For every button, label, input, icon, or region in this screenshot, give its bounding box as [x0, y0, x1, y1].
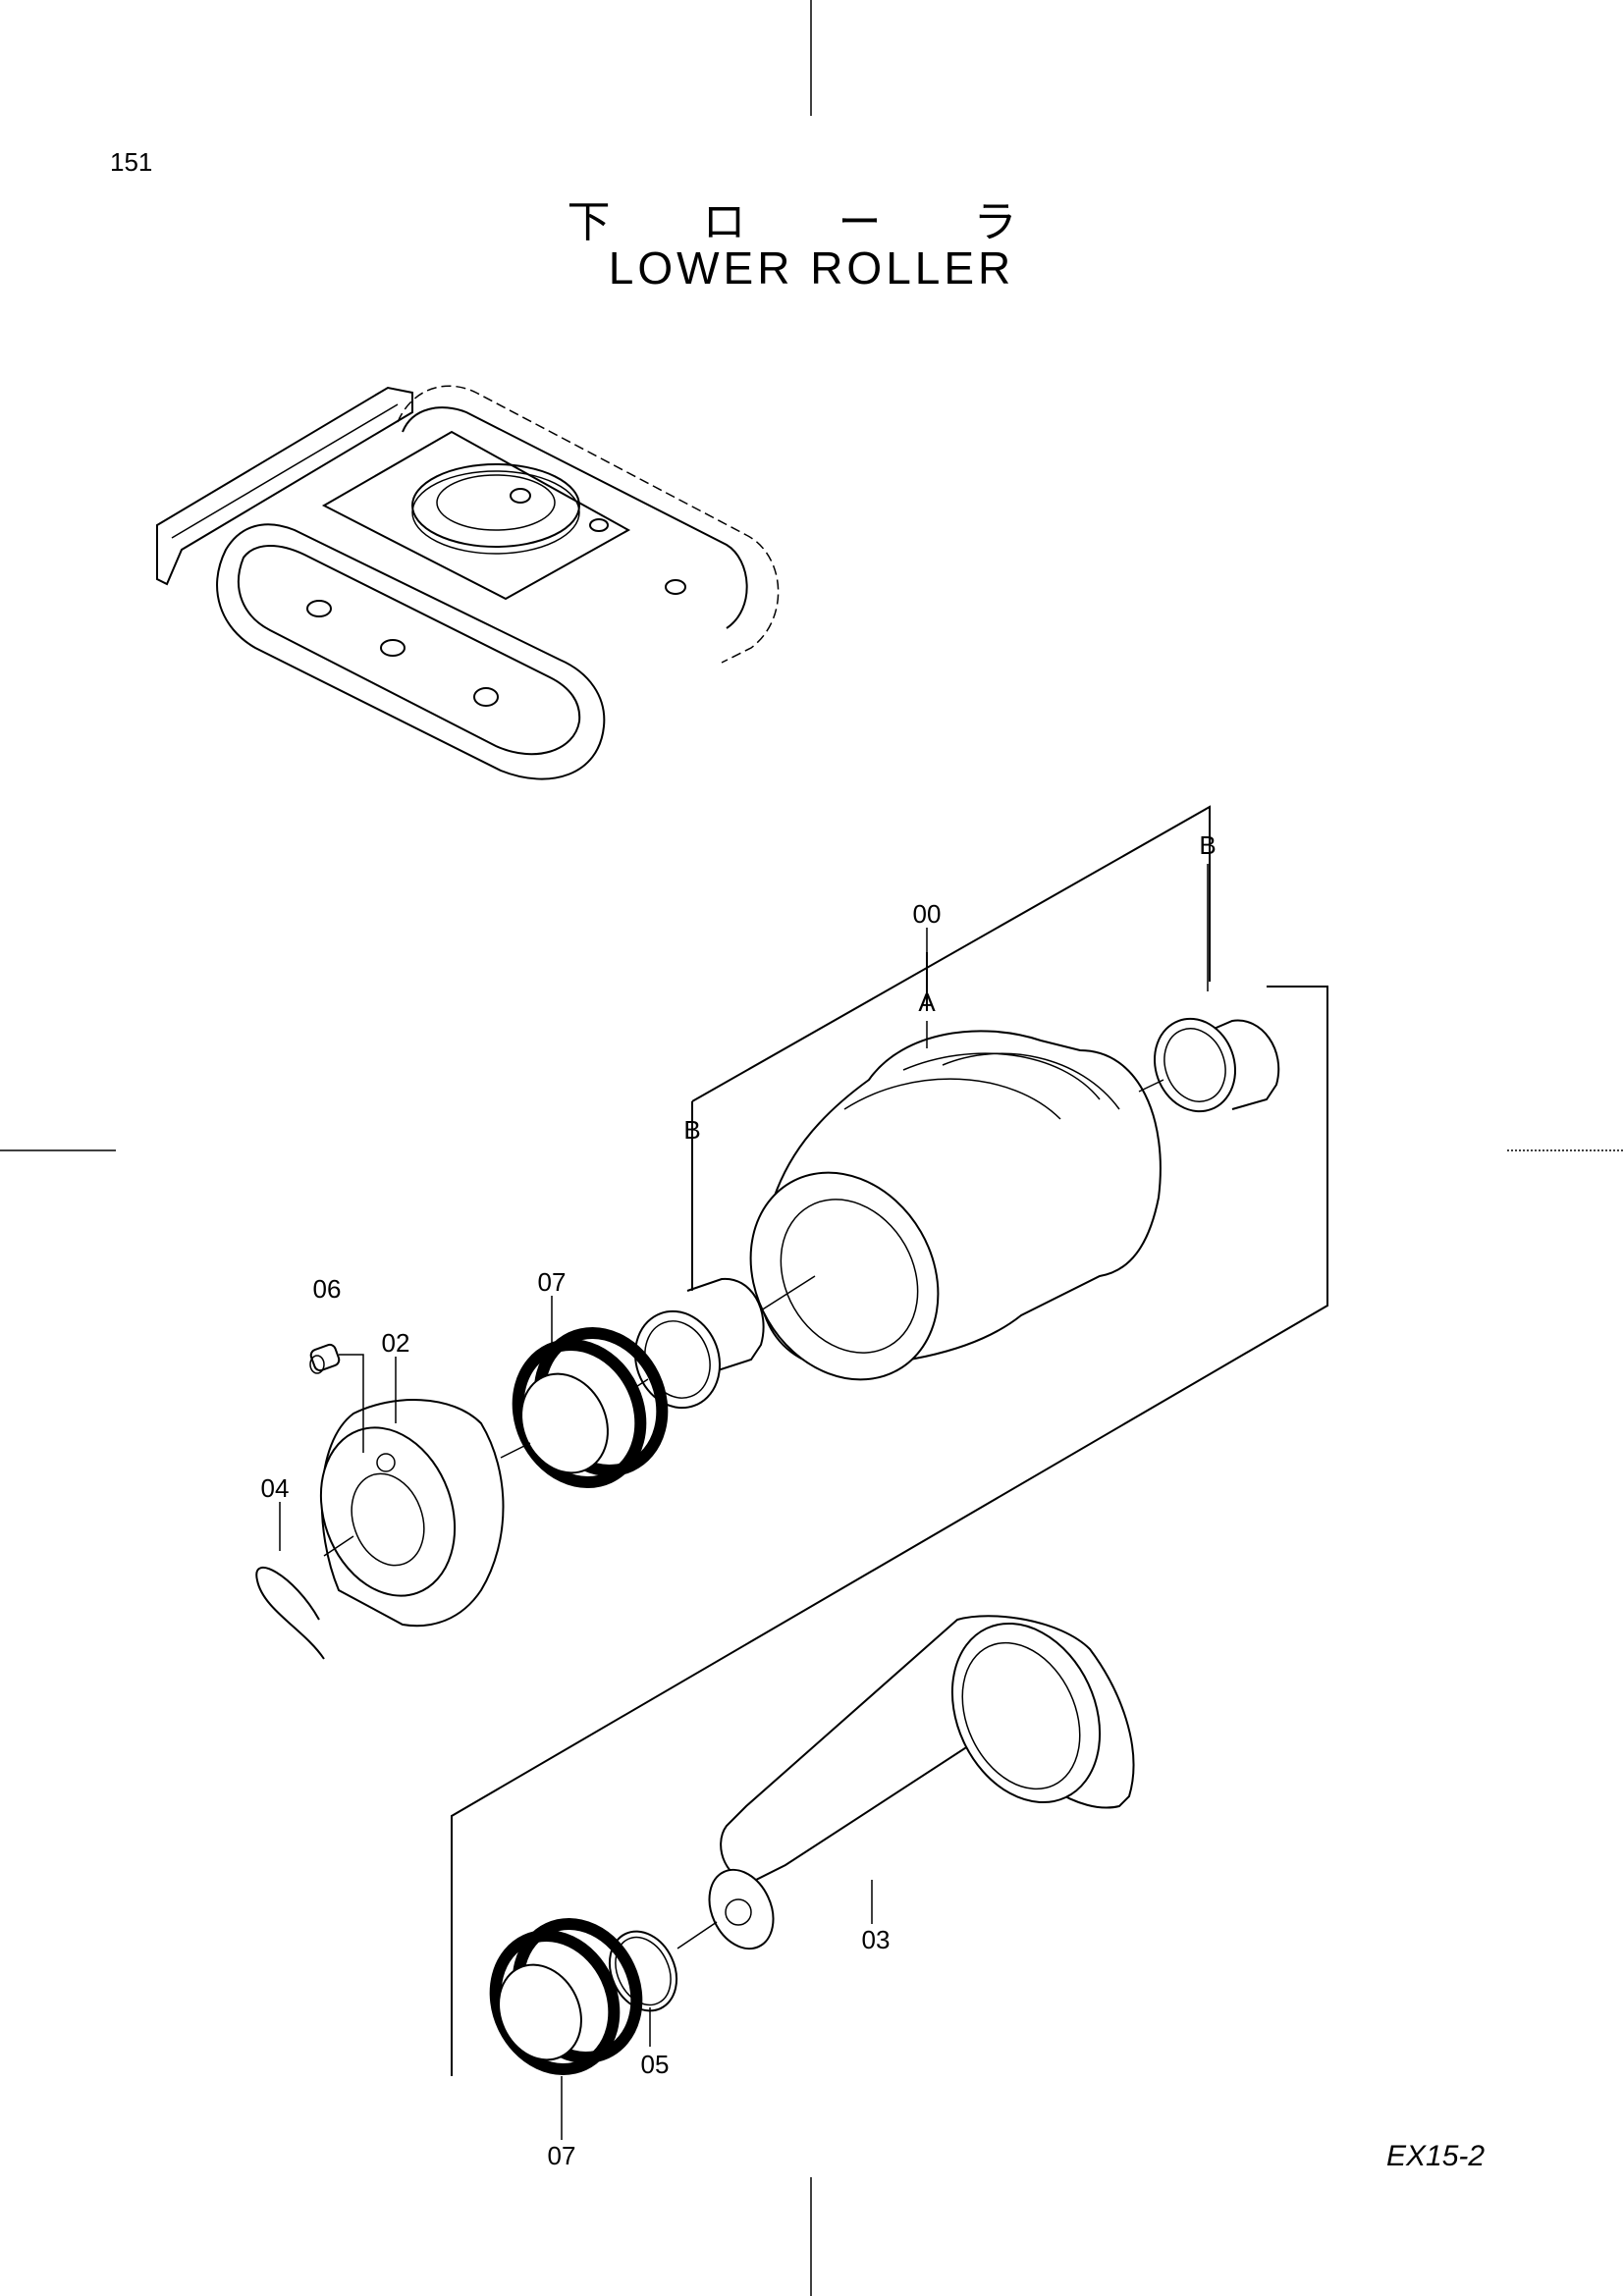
floating-seal-lower — [489, 1917, 643, 2076]
callout-plug: 06 — [313, 1274, 342, 1304]
plug — [309, 1343, 364, 1453]
leader-lines — [279, 864, 1209, 2140]
callout-bush-right: B — [1199, 830, 1216, 860]
snap-ring — [255, 1567, 325, 1660]
callout-shaft: 03 — [862, 1925, 891, 1954]
bushing-left — [627, 1277, 765, 1410]
callout-collar: 02 — [382, 1328, 410, 1358]
lower-roller-body — [749, 1030, 1162, 1381]
floating-seal-upper — [500, 1326, 669, 1489]
model-code: EX15-2 — [1386, 2140, 1486, 2172]
page-title-english: LOWER ROLLER — [608, 242, 1015, 294]
callout-roller: A — [918, 988, 936, 1017]
bushing-right — [1138, 1017, 1280, 1113]
callout-bush-left: B — [683, 1115, 700, 1145]
page-number: 151 — [110, 147, 153, 177]
callout-assy: 00 — [913, 899, 942, 929]
callout-o-ring: 05 — [641, 2050, 670, 2079]
callout-snap-ring: 04 — [261, 1473, 290, 1503]
page-title-japanese: 下 ロ ー ラ — [567, 197, 1056, 247]
roller-highlight-marks — [306, 488, 686, 707]
roller-shaft — [676, 1615, 1135, 1950]
callout-seal-upper: 07 — [538, 1267, 567, 1297]
collar — [319, 1399, 505, 1628]
callout-labels: 00 A B B 07 02 06 04 03 05 07 — [261, 830, 1217, 2170]
undercarriage-location-illustration — [156, 385, 780, 780]
callout-seal-lower: 07 — [548, 2141, 576, 2170]
